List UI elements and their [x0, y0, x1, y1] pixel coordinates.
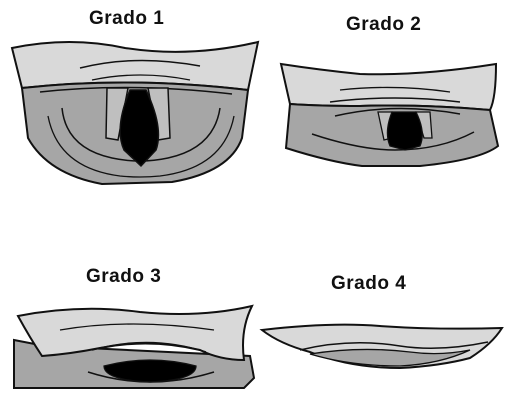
- larynx-view-grade-2-icon: [281, 64, 498, 166]
- larynx-view-grade-3-icon: [14, 306, 254, 388]
- larynx-view-grade-4-icon: [262, 325, 502, 368]
- larynx-view-grade-1-icon: [12, 42, 258, 184]
